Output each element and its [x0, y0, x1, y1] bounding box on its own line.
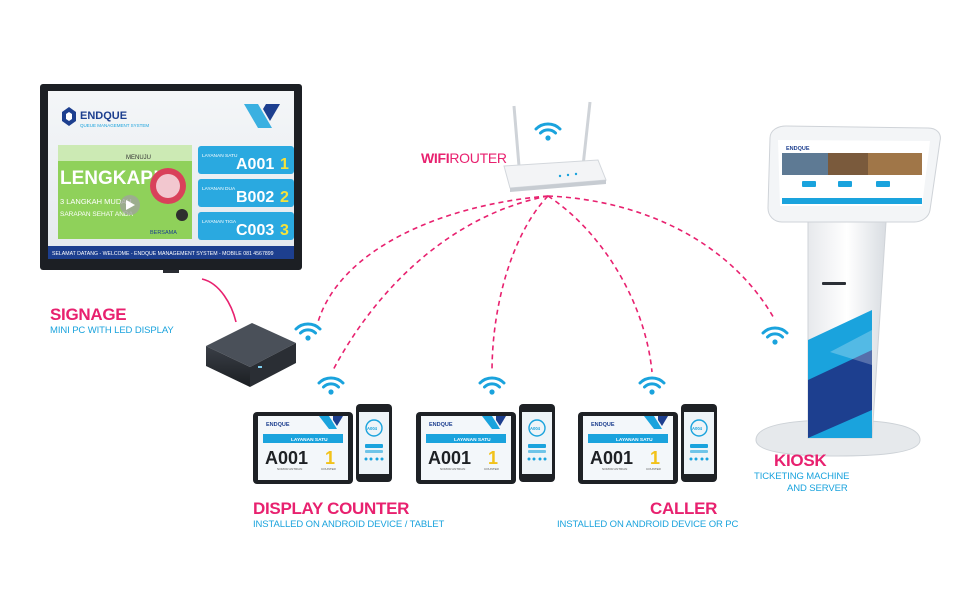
- kiosk-subtitle-2: AND SERVER: [787, 483, 848, 494]
- svg-text:LAYANAN DUA: LAYANAN DUA: [202, 186, 236, 192]
- kiosk: ENDQUE: [755, 125, 941, 457]
- kiosk-subtitle-1: TICKETING MACHINE: [754, 471, 850, 482]
- svg-text:NOMOR ANTRIAN: NOMOR ANTRIAN: [277, 467, 302, 471]
- svg-text:1: 1: [650, 448, 660, 468]
- signage-tv: ENDQUE QUEUE MANAGEMENT SYSTEM MENUJU LE…: [40, 84, 302, 273]
- tv-brand-logo: [62, 107, 76, 126]
- link-display-counter: [331, 195, 549, 373]
- tv-brand-sub: QUEUE MANAGEMENT SYSTEM: [80, 123, 149, 128]
- tv-promo-line2: SARAPAN SEHAT ANDA: [60, 211, 134, 218]
- display-counter-subtitle: INSTALLED ON ANDROID DEVICE / TABLET: [253, 519, 445, 530]
- link-kiosk: [547, 195, 776, 321]
- wifi-router: [503, 101, 607, 192]
- signage-subtitle: MINI PC WITH LED DISPLAY: [50, 325, 174, 336]
- svg-text:C003: C003: [236, 222, 274, 239]
- svg-text:A004: A004: [367, 426, 378, 431]
- device-group-2: ENDQUE LAYANAN SATU A001 1 NOMOR ANTRIAN…: [416, 404, 555, 484]
- mini-pc: [206, 323, 296, 387]
- tv-ticker: SELAMAT DATANG - WELCOME - ENDQUE MANAGE…: [52, 251, 274, 257]
- wifi-icon-kiosk: [761, 326, 789, 347]
- wifi-router-title-rest: ROUTER: [449, 150, 507, 166]
- caller-subtitle: INSTALLED ON ANDROID DEVICE OR PC: [557, 519, 739, 530]
- wireless-links: [317, 195, 776, 373]
- wifi-icon-caller-right: [638, 376, 666, 397]
- svg-text:COUNTER: COUNTER: [646, 467, 662, 471]
- wifi-icon-router: [534, 122, 562, 143]
- link-caller-right: [547, 195, 653, 373]
- tv-row-2: LAYANAN DUA B002 2: [198, 179, 294, 207]
- svg-text:B002: B002: [236, 189, 274, 206]
- tv-ticker-bar: [48, 246, 294, 259]
- link-caller-left: [491, 195, 549, 373]
- svg-text:LAYANAN TIGA: LAYANAN TIGA: [202, 219, 237, 225]
- tv-promo-footer: BERSAMA: [150, 230, 177, 236]
- svg-text:A001: A001: [428, 448, 471, 468]
- tv-promo-line1: 3 LANGKAH MUDAH: [60, 197, 132, 206]
- svg-text:1: 1: [280, 156, 289, 173]
- wifi-icon-display-counter: [317, 376, 345, 397]
- svg-text:LAYANAN SATU: LAYANAN SATU: [202, 153, 238, 159]
- wifi-router-title-bold: WIFI: [421, 150, 450, 166]
- wifi-icon-signage: [294, 322, 322, 343]
- svg-text:NOMOR ANTRIAN: NOMOR ANTRIAN: [440, 467, 465, 471]
- svg-text:A001: A001: [265, 448, 308, 468]
- svg-text:LAYANAN SATU: LAYANAN SATU: [291, 437, 328, 443]
- signage-cable: [201, 278, 237, 323]
- svg-text:ENDQUE: ENDQUE: [266, 422, 290, 428]
- svg-text:ENDQUE: ENDQUE: [429, 422, 453, 428]
- svg-text:NOMOR ANTRIAN: NOMOR ANTRIAN: [602, 467, 627, 471]
- svg-text:A001: A001: [236, 156, 274, 173]
- kiosk-title: KIOSK: [774, 451, 827, 470]
- svg-text:1: 1: [488, 448, 498, 468]
- svg-text:LAYANAN SATU: LAYANAN SATU: [616, 437, 653, 443]
- svg-text:1: 1: [325, 448, 335, 468]
- caller-title: CALLER: [650, 499, 718, 518]
- tv-row-1: LAYANAN SATU A001 1: [198, 146, 294, 174]
- svg-text:A004: A004: [692, 426, 703, 431]
- svg-text:LAYANAN SATU: LAYANAN SATU: [454, 437, 491, 443]
- wifi-icon-caller-left: [478, 376, 506, 397]
- svg-text:3: 3: [280, 222, 289, 239]
- tv-row-3: LAYANAN TIGA C003 3: [198, 212, 294, 240]
- display-counter-title: DISPLAY COUNTER: [253, 499, 410, 518]
- link-signage: [317, 195, 549, 323]
- svg-text:2: 2: [280, 189, 289, 206]
- device-group-3: ENDQUE LAYANAN SATU A001 1 NOMOR ANTRIAN…: [578, 404, 717, 484]
- tv-queue-rows: LAYANAN SATU A001 1 LAYANAN DUA B002 2 L…: [198, 146, 294, 240]
- tv-promo-big: LENGKAP!: [60, 168, 159, 189]
- svg-text:A004: A004: [530, 426, 541, 431]
- signage-title: SIGNAGE: [50, 305, 127, 324]
- svg-text:COUNTER: COUNTER: [321, 467, 337, 471]
- svg-text:ENDQUE: ENDQUE: [591, 422, 615, 428]
- device-group-1: ENDQUE LAYANAN SATU A001 1 NOMOR ANTRIAN…: [253, 404, 392, 484]
- tv-promo-small: MENUJU: [126, 155, 151, 161]
- tv-brand: ENDQUE: [80, 110, 127, 122]
- wifi-router-title: WIFIROUTER: [421, 151, 507, 166]
- kiosk-brand: ENDQUE: [786, 146, 810, 152]
- svg-text:A001: A001: [590, 448, 633, 468]
- svg-text:COUNTER: COUNTER: [484, 467, 500, 471]
